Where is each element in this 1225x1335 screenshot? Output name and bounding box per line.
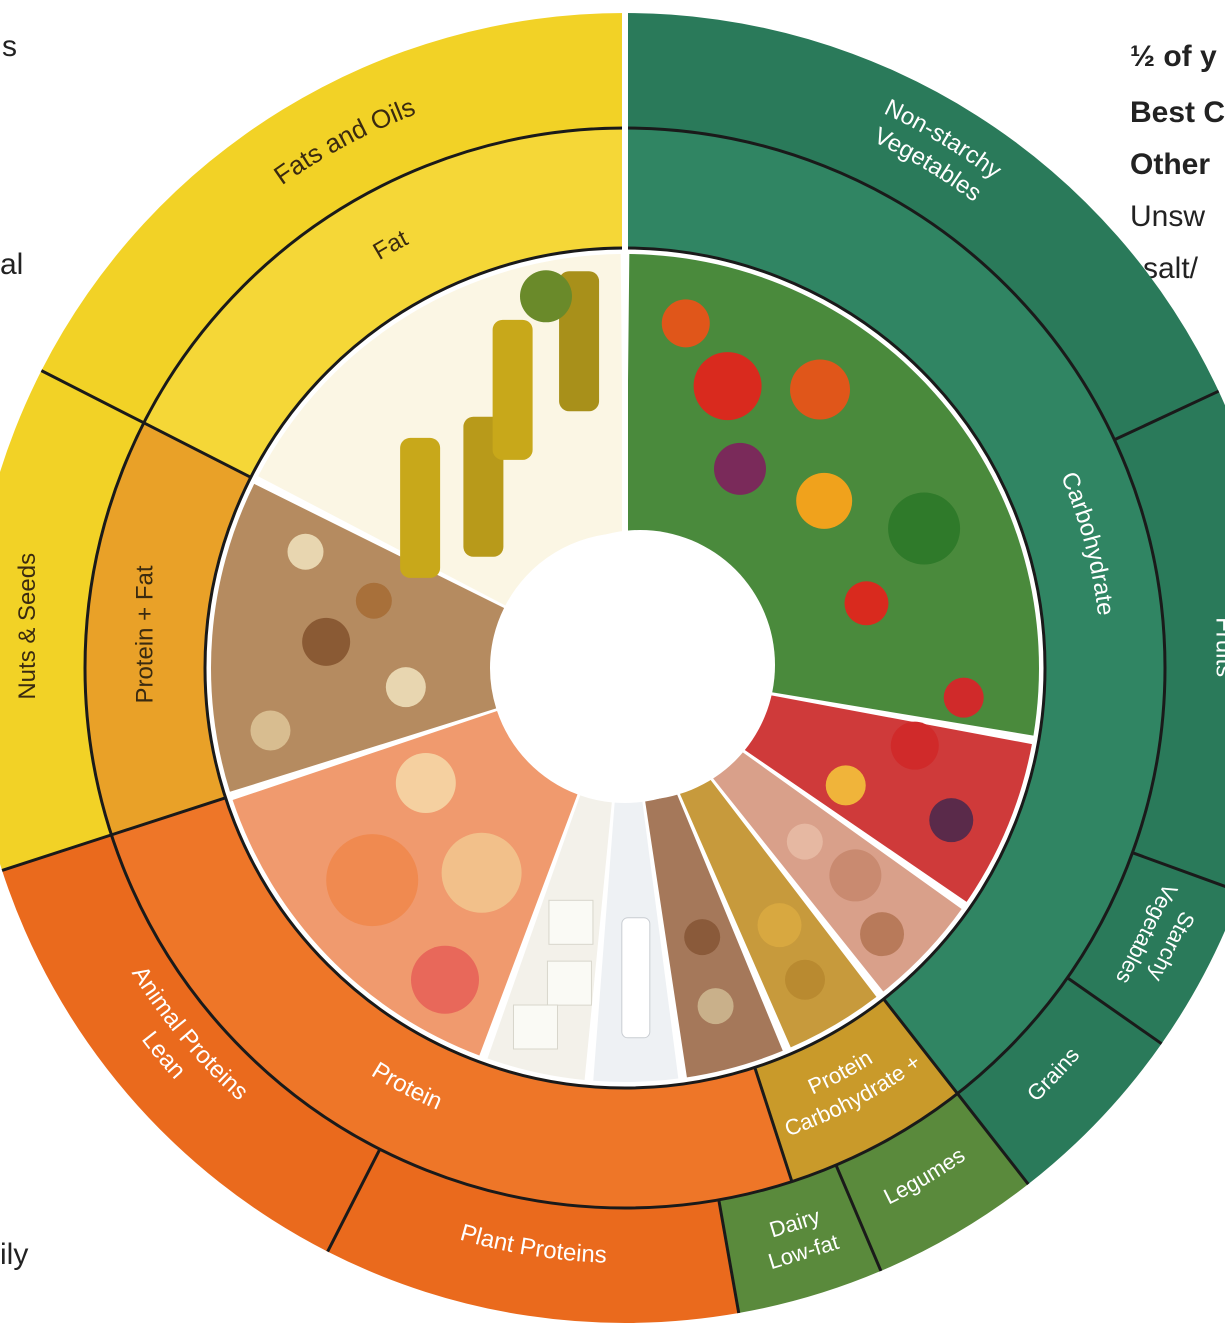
tofu-cube-shape	[513, 1005, 557, 1049]
bean-shape	[684, 919, 720, 955]
oil-bottle-shape	[493, 320, 533, 460]
avocado-shape	[520, 270, 572, 322]
protein-fat-label: Protein + Fat	[132, 565, 159, 703]
potato-shape	[787, 824, 823, 860]
fruits-label: Fruits	[1210, 617, 1225, 677]
center-hub	[505, 530, 775, 800]
nut-shape	[250, 711, 290, 751]
tofu-cube-shape	[547, 961, 591, 1005]
nut-shape	[356, 583, 392, 619]
oil-bottle-shape	[400, 438, 440, 578]
nut-shape	[302, 618, 350, 666]
potato-shape	[860, 912, 904, 956]
vegetable-shape	[694, 352, 762, 420]
fruit-shape	[944, 678, 984, 718]
vegetable-shape	[790, 359, 850, 419]
tofu-cube-shape	[549, 900, 593, 944]
grain-shape	[758, 903, 802, 947]
vegetable-shape	[844, 581, 888, 625]
nut-shape	[288, 534, 324, 570]
milk-glass-shape	[622, 918, 650, 1038]
vegetable-shape	[662, 299, 710, 347]
fruit-shape	[826, 765, 866, 805]
animal-protein-shape	[442, 833, 522, 913]
nut-shape	[386, 667, 426, 707]
animal-protein-shape	[411, 946, 479, 1014]
vegetable-shape	[714, 443, 766, 495]
fruit-shape	[891, 722, 939, 770]
animal-protein-shape	[396, 753, 456, 813]
grain-shape	[785, 960, 825, 1000]
animal-protein-shape	[326, 834, 418, 926]
fruit-shape	[929, 798, 973, 842]
nuts-and-seeds-label: Nuts & Seeds	[14, 553, 41, 700]
bean-shape	[698, 988, 734, 1024]
vegetable-shape	[888, 493, 960, 565]
vegetable-shape	[796, 473, 852, 529]
potato-shape	[829, 849, 881, 901]
